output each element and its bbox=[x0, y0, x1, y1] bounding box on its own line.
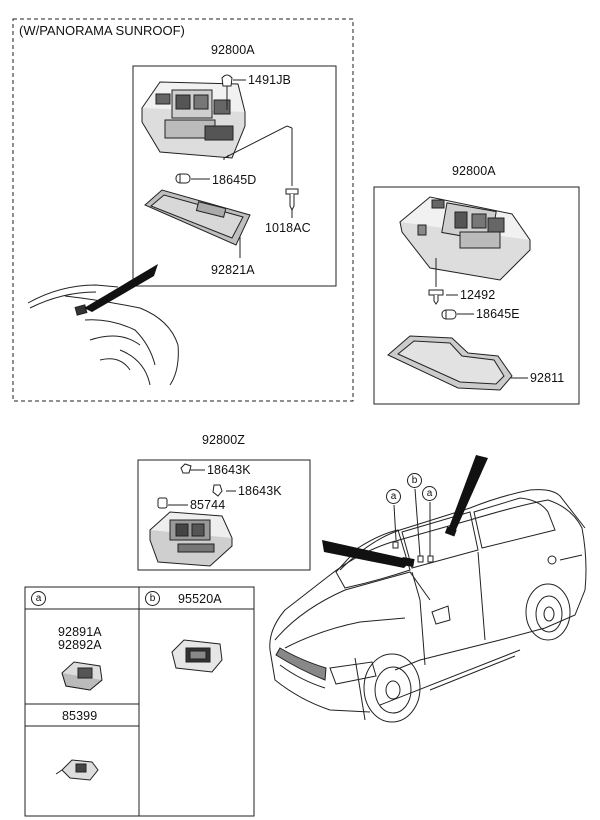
part-number-92891A: 92891A bbox=[58, 625, 102, 639]
lamp-92891A-icon bbox=[61, 661, 103, 691]
part-number-18643K-mid: 18643K bbox=[238, 484, 282, 498]
part-number-standard-assembly: 92800A bbox=[452, 164, 496, 178]
part-number-18645D: 18645D bbox=[212, 173, 257, 187]
car-callout-b: b bbox=[407, 473, 422, 488]
bulb-18643K-top-icon bbox=[180, 463, 192, 474]
front-pointer-arrow-icon bbox=[322, 540, 412, 568]
switch-95520A-icon bbox=[171, 639, 223, 673]
table-ref-a: a bbox=[31, 591, 46, 606]
part-number-92892A: 92892A bbox=[58, 638, 102, 652]
part-number-panorama-assembly: 92800A bbox=[211, 43, 255, 57]
panorama-console-icon bbox=[141, 81, 246, 159]
part-number-85399: 85399 bbox=[62, 709, 98, 723]
part-number-18643K-top: 18643K bbox=[207, 463, 251, 477]
part-number-rear-assembly: 92800Z bbox=[202, 433, 245, 447]
car-illustration-icon bbox=[269, 489, 587, 723]
part-number-92811: 92811 bbox=[530, 371, 565, 385]
part-number-92821A: 92821A bbox=[211, 263, 255, 277]
car-callout-a-right: a bbox=[422, 486, 437, 501]
part-number-1018AC: 1018AC bbox=[265, 221, 311, 235]
standard-console-icon bbox=[399, 196, 531, 281]
part-number-12492: 12492 bbox=[460, 288, 496, 302]
rear-console-icon bbox=[149, 511, 233, 567]
rear-pointer-arrow-icon bbox=[448, 455, 488, 532]
rear-lamp-marker-icon bbox=[444, 526, 457, 537]
screw-1018AC-icon bbox=[285, 188, 299, 212]
front-lamp-marker-icon bbox=[401, 557, 415, 567]
bulb-18645D-icon bbox=[175, 173, 191, 184]
clip-1491JB-icon bbox=[221, 74, 246, 110]
bulb-18645E-icon bbox=[441, 309, 457, 320]
part-number-95520A: 95520A bbox=[178, 592, 222, 606]
lens-92811-icon bbox=[387, 335, 513, 391]
part-number-18645E: 18645E bbox=[476, 307, 520, 321]
car-callout-a-left: a bbox=[386, 489, 401, 504]
socket-85744-icon bbox=[157, 497, 168, 509]
bulb-18643K-mid-icon bbox=[212, 484, 223, 497]
panorama-group-box bbox=[12, 18, 354, 402]
rear-assembly-box bbox=[137, 459, 311, 571]
lens-92821A-icon bbox=[144, 189, 251, 246]
panorama-assembly-box bbox=[132, 65, 337, 287]
screw-12492-icon bbox=[428, 289, 444, 305]
part-number-85744: 85744 bbox=[190, 498, 226, 512]
lamp-85399-icon bbox=[55, 759, 99, 781]
part-number-1491JB: 1491JB bbox=[248, 73, 291, 87]
standard-assembly-box bbox=[373, 186, 580, 405]
table-ref-b: b bbox=[145, 591, 160, 606]
panorama-pointer-arrow-icon bbox=[84, 264, 158, 312]
panorama-caption: (W/PANORAMA SUNROOF) bbox=[19, 23, 185, 38]
